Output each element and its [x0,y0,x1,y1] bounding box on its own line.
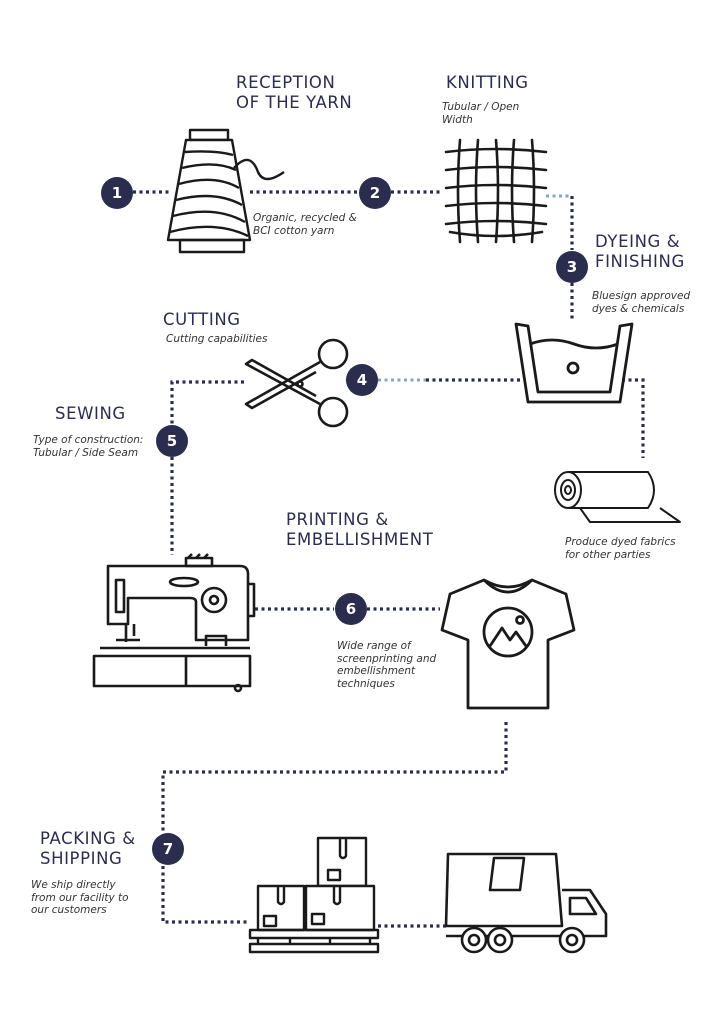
step-5-badge: 5 [156,425,188,457]
step-7-title: PACKING & SHIPPING [40,829,136,869]
step-6-note-line-3: embellishment [337,665,416,677]
step-4-note: Cutting capabilities [166,333,267,346]
step-4-title-line-1: CUTTING [163,310,241,329]
step-7-note-line-1: We ship directly [31,879,116,891]
step-4-title: CUTTING [163,310,241,330]
step-7-title-line-2: SHIPPING [40,849,123,868]
step-3-badge: 3 [556,251,588,283]
connector-7-pallet [161,866,250,924]
step-2-title: KNITTING [446,73,529,93]
step-3-note-line-2: dyes & chemicals [592,302,685,315]
step-1-note-line-1: Organic, recycled & [253,212,357,224]
connector-scissors-5 [170,380,244,425]
step-5-note: Type of construction: Tubular / Side Sea… [33,434,143,459]
t-shirt-icon [440,578,576,710]
connector-lines [133,190,645,928]
step-1-badge: 1 [101,177,133,209]
step-2-title-line-1: KNITTING [446,73,529,92]
scissors-icon [244,338,349,428]
step-5-note-line-2: Tubular / Side Seam [33,446,139,459]
step-7-note-line-3: our customers [31,904,107,916]
step-1-note: Organic, recycled & BCI cotton yarn [253,212,357,237]
step-1-title-line-2: OF THE YARN [236,93,353,112]
connector-shirt-7 [161,722,508,833]
step-4-badge: 4 [346,364,378,396]
step-6-badge: 6 [335,593,367,625]
step-2-note: Tubular / Open Width [442,101,519,126]
connector-lines-light [378,194,572,382]
step-1-title: RECEPTION OF THE YARN [236,73,352,113]
step-2-note-line-1: Tubular / Open [442,101,520,113]
sewing-machine-icon [92,553,256,693]
step-6-title-line-1: PRINTING & [286,510,389,529]
step-3-note-line-1: Bluesign approved [592,290,691,302]
step-7-note: We ship directly from our facility to ou… [31,879,129,917]
step-6-note: Wide range of screenprinting and embelli… [337,640,436,690]
fabric-roll-icon [554,471,681,523]
step-5-title-line-1: SEWING [55,404,126,423]
dyed-fabrics-note-line-1: Produce dyed fabrics [565,536,676,548]
step-7-badge: 7 [152,833,184,865]
dyed-fabrics-note: Produce dyed fabrics for other parties [565,536,676,561]
step-3-title: DYEING & FINISHING [595,232,685,272]
dye-tub-icon [514,322,634,404]
step-6-note-line-2: screenprinting and [337,652,437,665]
step-4-note-line-1: Cutting capabilities [166,333,268,345]
step-6-title-line-2: EMBELLISHMENT [286,530,434,549]
step-2-note-line-2: Width [442,113,473,126]
step-3-note: Bluesign approved dyes & chemicals [592,290,690,315]
step-7-title-line-1: PACKING & [40,829,136,848]
step-6-title: PRINTING & EMBELLISHMENT [286,510,433,550]
step-6-note-line-4: techniques [337,677,395,690]
step-3-title-line-2: FINISHING [595,252,685,271]
step-2-badge: 2 [359,177,391,209]
step-5-note-line-1: Type of construction: [33,434,144,446]
dyed-fabrics-note-line-2: for other parties [565,548,651,561]
pallet-boxes-icon [248,836,380,954]
knit-fabric-icon [444,138,548,244]
step-1-title-line-1: RECEPTION [236,73,336,92]
step-5-title: SEWING [55,404,126,424]
step-3-title-line-1: DYEING & [595,232,681,251]
yarn-cone-icon [166,128,285,254]
step-7-note-line-2: from our facility to [31,891,129,904]
delivery-truck-icon [444,852,608,954]
step-6-note-line-1: Wide range of [337,640,411,652]
step-1-note-line-2: BCI cotton yarn [253,224,335,237]
connector-dye-roll [622,378,645,458]
